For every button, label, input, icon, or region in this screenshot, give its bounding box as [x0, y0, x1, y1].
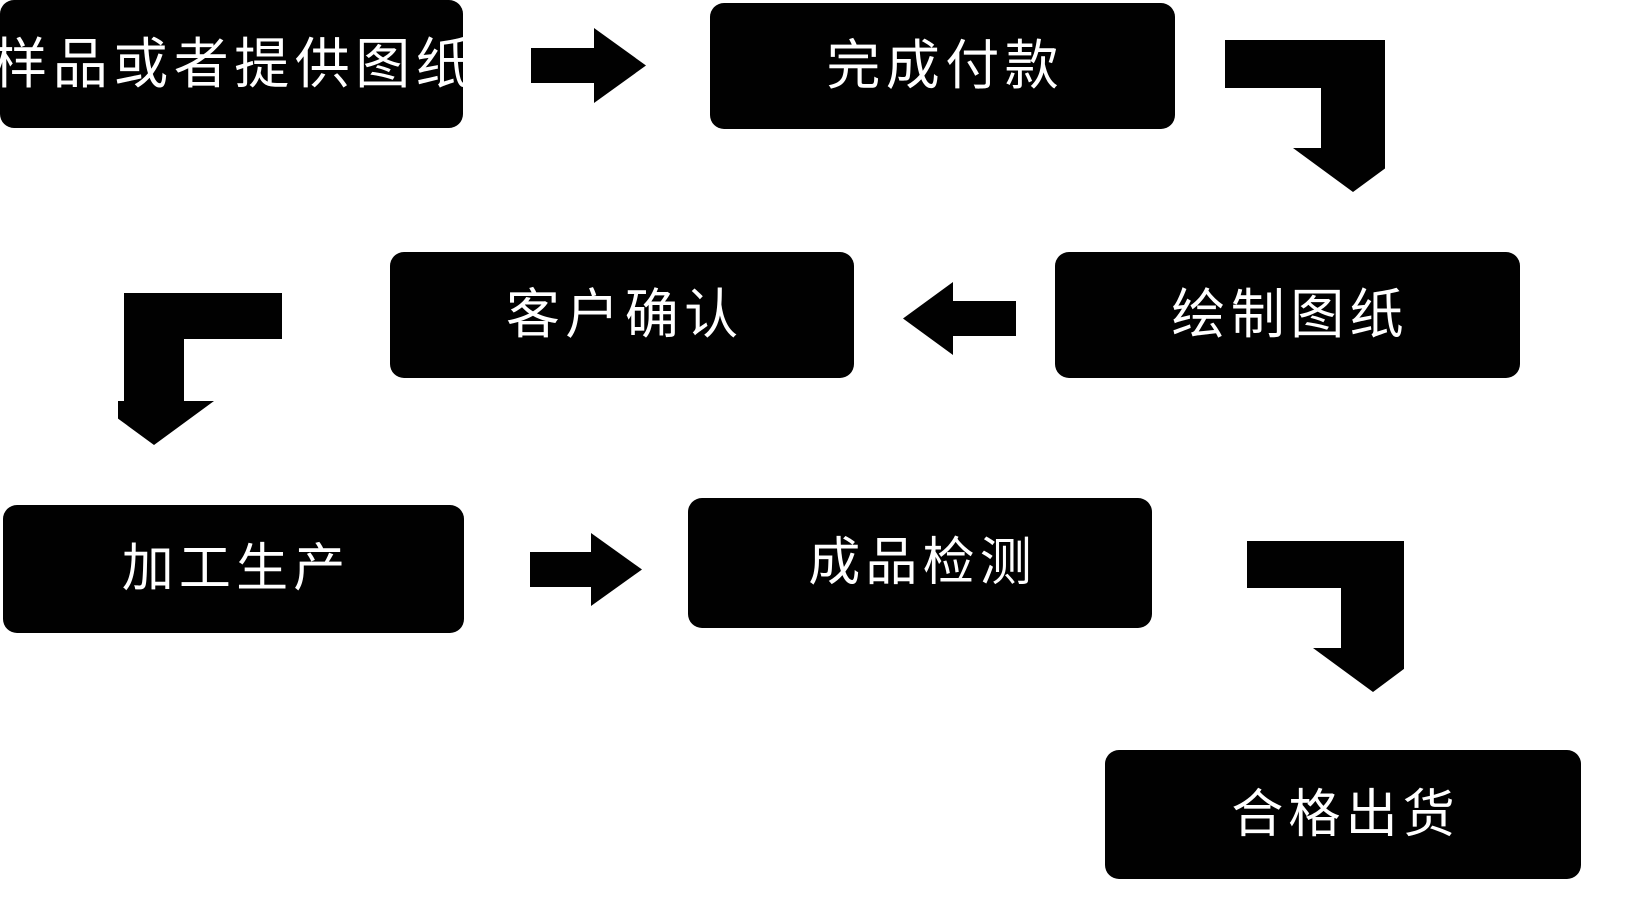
flow-node-product-inspection[interactable]: 成品检测	[688, 498, 1152, 628]
flow-node-production[interactable]: 加工生产	[3, 505, 464, 633]
flow-node-qualified-shipment[interactable]: 合格出货	[1105, 750, 1581, 879]
flow-node-label: 样品或者提供图纸	[0, 32, 477, 95]
flow-node-draw-drawing[interactable]: 绘制图纸	[1055, 252, 1520, 378]
flow-node-sample-or-drawing[interactable]: 样品或者提供图纸	[0, 0, 471, 128]
elbow-arrow-right-down-icon	[1225, 40, 1385, 192]
elbow-arrow-right-down-icon	[1247, 541, 1404, 692]
arrow-right-icon	[530, 533, 642, 606]
flow-node-label: 加工生产	[121, 540, 351, 598]
flow-node-label: 成品检测	[808, 534, 1037, 592]
arrow-left-icon	[903, 282, 1016, 355]
flow-node-label: 合格出货	[1231, 785, 1460, 844]
flow-node-label: 客户确认	[505, 285, 744, 345]
flow-node-customer-confirm[interactable]: 客户确认	[390, 252, 854, 378]
arrow-right-icon	[531, 28, 646, 103]
flow-node-label: 绘制图纸	[1171, 285, 1409, 345]
flow-node-label: 完成付款	[826, 36, 1064, 96]
flow-node-complete-payment[interactable]: 完成付款	[710, 3, 1175, 129]
elbow-arrow-left-down-icon	[118, 293, 282, 445]
